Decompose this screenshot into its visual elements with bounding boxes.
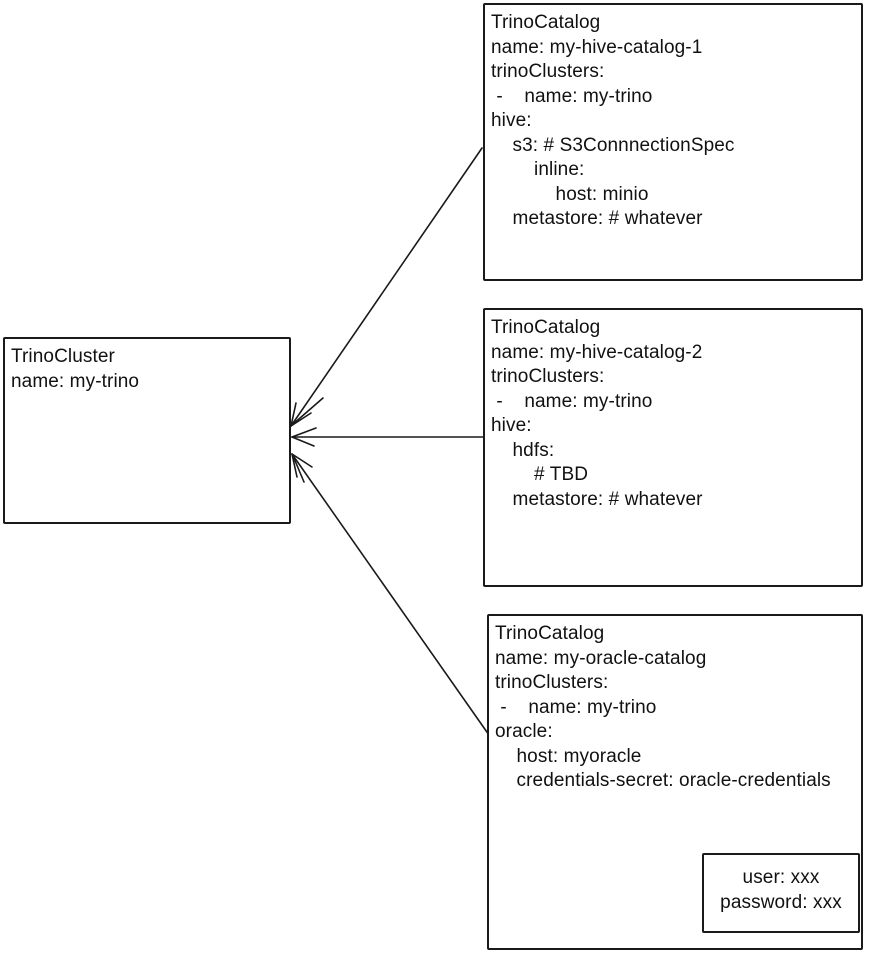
trino-cluster-text: TrinoCluster name: my-trino (11, 346, 140, 392)
arrowhead-catalog2-barb-1 (291, 427, 317, 438)
arrowhead-catalog3-barb-1 (291, 453, 298, 478)
arrowhead-catalog1-barb-sketch (291, 397, 324, 426)
arrowhead-catalog2-barb-2 (291, 436, 315, 447)
credentials-secret-box: user: xxx password: xxx (702, 853, 860, 933)
trino-cluster-box: TrinoCluster name: my-trino (3, 337, 291, 524)
connector-line-catalog1-to-cluster (290, 147, 483, 427)
arrowhead-catalog1-barb-1 (290, 412, 312, 427)
arrowhead-catalog1-barb-2 (290, 402, 297, 427)
trino-catalog-hive-2-text: TrinoCatalog name: my-hive-catalog-2 tri… (491, 317, 703, 510)
connector-line-catalog3-to-cluster (291, 453, 490, 736)
trino-catalog-hive-1-text: TrinoCatalog name: my-hive-catalog-1 tri… (491, 12, 735, 229)
arrowhead-catalog3-barb-2 (291, 453, 313, 468)
credentials-secret-text: user: xxx password: xxx (720, 867, 842, 913)
trino-catalog-box-hive-1: TrinoCatalog name: my-hive-catalog-1 tri… (483, 3, 863, 281)
arrowhead-catalog3-barb-sketch (292, 455, 305, 483)
trino-catalog-oracle-text: TrinoCatalog name: my-oracle-catalog tri… (495, 623, 831, 791)
trino-catalog-box-hive-2: TrinoCatalog name: my-hive-catalog-2 tri… (483, 308, 863, 587)
